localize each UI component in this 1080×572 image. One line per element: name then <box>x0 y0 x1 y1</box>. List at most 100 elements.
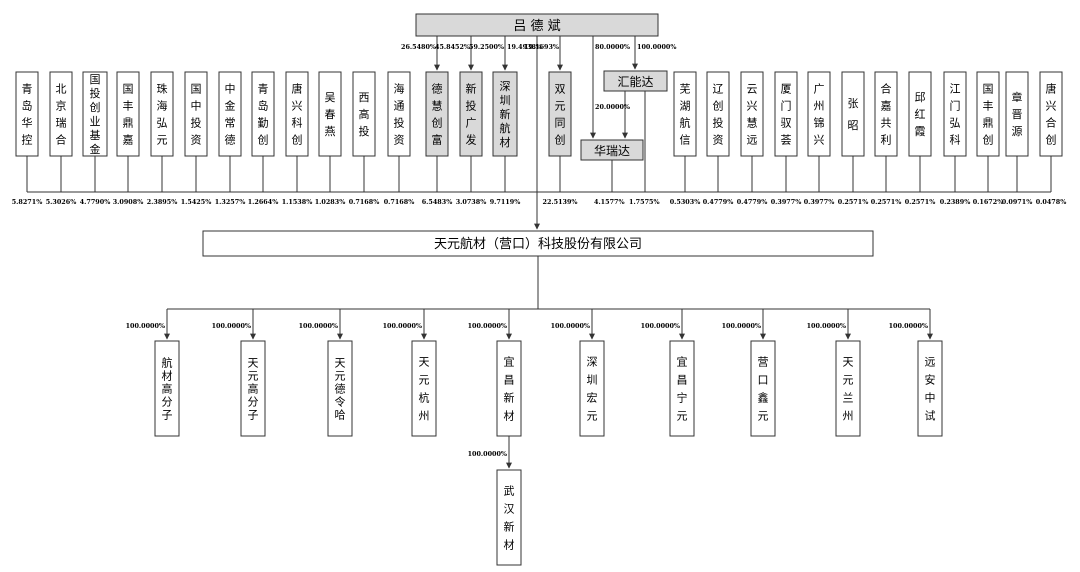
huaruida-name: 华瑞达 <box>594 144 630 158</box>
subsidiary-pct: 100.0000% <box>807 322 846 330</box>
shareholder-name: 唐兴科创 <box>292 82 303 147</box>
controller-to-shareholder-pct: 26.5480% <box>401 43 436 51</box>
shareholder-pct: 0.7168% <box>384 198 415 206</box>
shareholder-name: 国丰鼎创 <box>983 83 994 147</box>
huaruida-pct: 4.1577% <box>594 198 625 206</box>
shareholder-pct: 5.8271% <box>12 198 43 206</box>
shareholder-item: 唐兴科创 1.1538% <box>282 71 313 206</box>
subsidiary-pct: 100.0000% <box>212 322 251 330</box>
shareholder-pct: 0.7168% <box>349 198 380 206</box>
subsidiary-pct: 100.0000% <box>722 322 761 330</box>
subsidiary-name: 深圳宏元 <box>587 356 598 423</box>
subsidiary-pct: 100.0000% <box>468 322 507 330</box>
grandchild-box <box>496 469 522 566</box>
subsidiary-item: 100.0000% 天元杭州 <box>383 309 437 437</box>
shareholder-name: 青岛华控 <box>22 83 33 147</box>
subsidiary-name: 航材高分子 <box>162 356 173 422</box>
company-name: 天元航材（营口）科技股份有限公司 <box>434 236 642 252</box>
subsidiary-name: 天元杭州 <box>419 356 430 423</box>
shareholder-box <box>841 71 865 157</box>
subsidiary-box <box>669 340 695 437</box>
subsidiary-item: 100.0000%天元高分子 <box>212 309 266 437</box>
controller-name: 吕 德 斌 <box>513 19 560 34</box>
subsidiary-pct: 100.0000% <box>383 322 422 330</box>
subsidiary-name: 营口鑫元 <box>758 355 769 423</box>
shareholder-name: 邱红霞 <box>915 91 926 138</box>
shareholder-pct: 6.5483% <box>422 198 453 206</box>
shareholder-pct: 0.3977% <box>771 198 802 206</box>
controller-direct-pct: 19.4938% <box>507 43 542 51</box>
shareholder-name: 芜湖航信 <box>680 82 691 147</box>
shareholder-pct: 0.2571% <box>905 198 936 206</box>
shareholder-name: 德慧创富 <box>432 82 443 147</box>
shareholder-name: 海通投资 <box>394 82 405 147</box>
shareholder-pct: 3.0738% <box>456 198 487 206</box>
shareholder-name: 章晋源 <box>1012 90 1023 138</box>
controller-to-shareholder-pct: 45.8452% <box>435 43 470 51</box>
shareholder-name: 辽创投资 <box>713 83 724 147</box>
shareholder-item: 广州锦兴 0.3977% <box>804 71 835 206</box>
shareholder-pct: 0.4779% <box>737 198 768 206</box>
subsidiary-box <box>327 340 353 437</box>
subsidiary-item: 100.0000%天元德令哈 <box>299 309 353 437</box>
shareholder-name: 中金常德 <box>225 83 236 147</box>
shareholder-item: 珠海弘元 2.3895% <box>147 71 178 206</box>
shareholder-item: 辽创投资 0.4779% <box>703 71 734 206</box>
subsidiary-item: 100.0000% 天元兰州 <box>807 309 861 437</box>
shareholder-item: 芜湖航信 0.5303% <box>670 71 701 206</box>
subsidiary-pct: 100.0000% <box>889 322 928 330</box>
shareholder-item: 张昭0.2571% <box>838 71 868 206</box>
grandchild-pct: 100.0000% <box>468 450 507 458</box>
subsidiary-box <box>835 340 861 437</box>
subsidiary-item: 100.0000% 远安中试 <box>889 309 943 437</box>
subsidiary-pct: 100.0000% <box>551 322 590 330</box>
shareholder-name: 北京瑞合 <box>56 83 67 147</box>
huinengda-name: 汇能达 <box>617 75 653 89</box>
subsidiary-name: 宜昌新材 <box>504 355 515 423</box>
shareholder-name: 珠海弘元 <box>157 82 168 147</box>
shareholder-name: 双元同创 <box>555 83 566 147</box>
subsidiary-box <box>154 340 180 437</box>
subsidiary-name: 宜昌宁元 <box>677 355 688 423</box>
controller-to-huaruida-pct: 80.0000% <box>595 43 630 51</box>
shareholder-pct: 0.4779% <box>703 198 734 206</box>
shareholder-name: 国投创业基金 <box>90 73 101 156</box>
shareholder-item: 青岛华控 5.8271% <box>12 71 43 206</box>
grandchild-group: 100.0000%武汉新材 <box>468 436 522 566</box>
shareholder-name: 青岛勤创 <box>258 83 269 147</box>
shareholder-name: 广州锦兴 <box>814 83 825 147</box>
shareholder-pct: 9.7119% <box>490 198 521 206</box>
shareholder-name: 国丰鼎嘉 <box>123 83 134 147</box>
subsidiary-box <box>917 340 943 437</box>
shareholder-pct: 0.0478% <box>1036 198 1067 206</box>
shareholder-pct: 22.5139% <box>543 198 578 206</box>
shareholder-name: 吴春燕 <box>325 91 336 138</box>
shareholder-pct: 0.3977% <box>804 198 835 206</box>
subsidiary-name: 天元兰州 <box>843 356 854 423</box>
shareholder-pct: 0.2389% <box>940 198 971 206</box>
shareholder-pct: 5.3026% <box>46 198 77 206</box>
subsidiary-box <box>579 340 605 437</box>
shareholder-group: 青岛华控5.8271%北京瑞合5.3026%国投创业基金4.7790%国丰鼎嘉3… <box>12 36 1067 206</box>
shareholder-pct: 0.2571% <box>871 198 902 206</box>
shareholder-item: 海通投资 0.7168% <box>384 71 415 206</box>
huinengda-box <box>603 70 668 92</box>
shareholder-pct: 2.3895% <box>147 198 178 206</box>
controller-to-huinengda-pct: 100.0000% <box>637 43 676 51</box>
huinengda-to-huaruida-pct: 20.0000% <box>595 103 630 111</box>
shareholder-pct: 0.5303% <box>670 198 701 206</box>
controller-to-shareholder-pct: 19.1693% <box>524 43 559 51</box>
shareholder-pct: 0.0971% <box>1002 198 1033 206</box>
subsidiary-box <box>411 340 437 437</box>
shareholder-pct: 1.1538% <box>282 198 313 206</box>
subsidiary-name: 远安中试 <box>925 356 936 423</box>
